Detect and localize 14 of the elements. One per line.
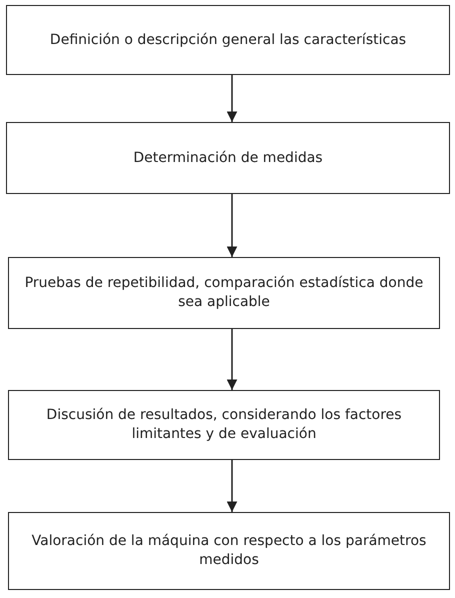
step-text: Valoración de la máquina con respecto a los parámetros medidos xyxy=(30,532,428,570)
arrow xyxy=(226,329,238,390)
step-text: Pruebas de repetibilidad, comparación estadística donde sea aplicable xyxy=(24,274,424,312)
step-text: Discusión de resultados, considerando los factores limitantes y de evaluación xyxy=(45,406,403,444)
arrow xyxy=(226,460,238,512)
step-text: Definición o descripción general las características xyxy=(50,30,406,50)
process-box xyxy=(8,512,450,590)
process-box xyxy=(8,390,440,460)
arrow xyxy=(226,75,238,122)
step-text: Determinación de medidas xyxy=(133,148,323,168)
arrow xyxy=(226,194,238,257)
process-box xyxy=(6,5,450,75)
process-box xyxy=(6,122,450,194)
process-box xyxy=(8,257,440,329)
